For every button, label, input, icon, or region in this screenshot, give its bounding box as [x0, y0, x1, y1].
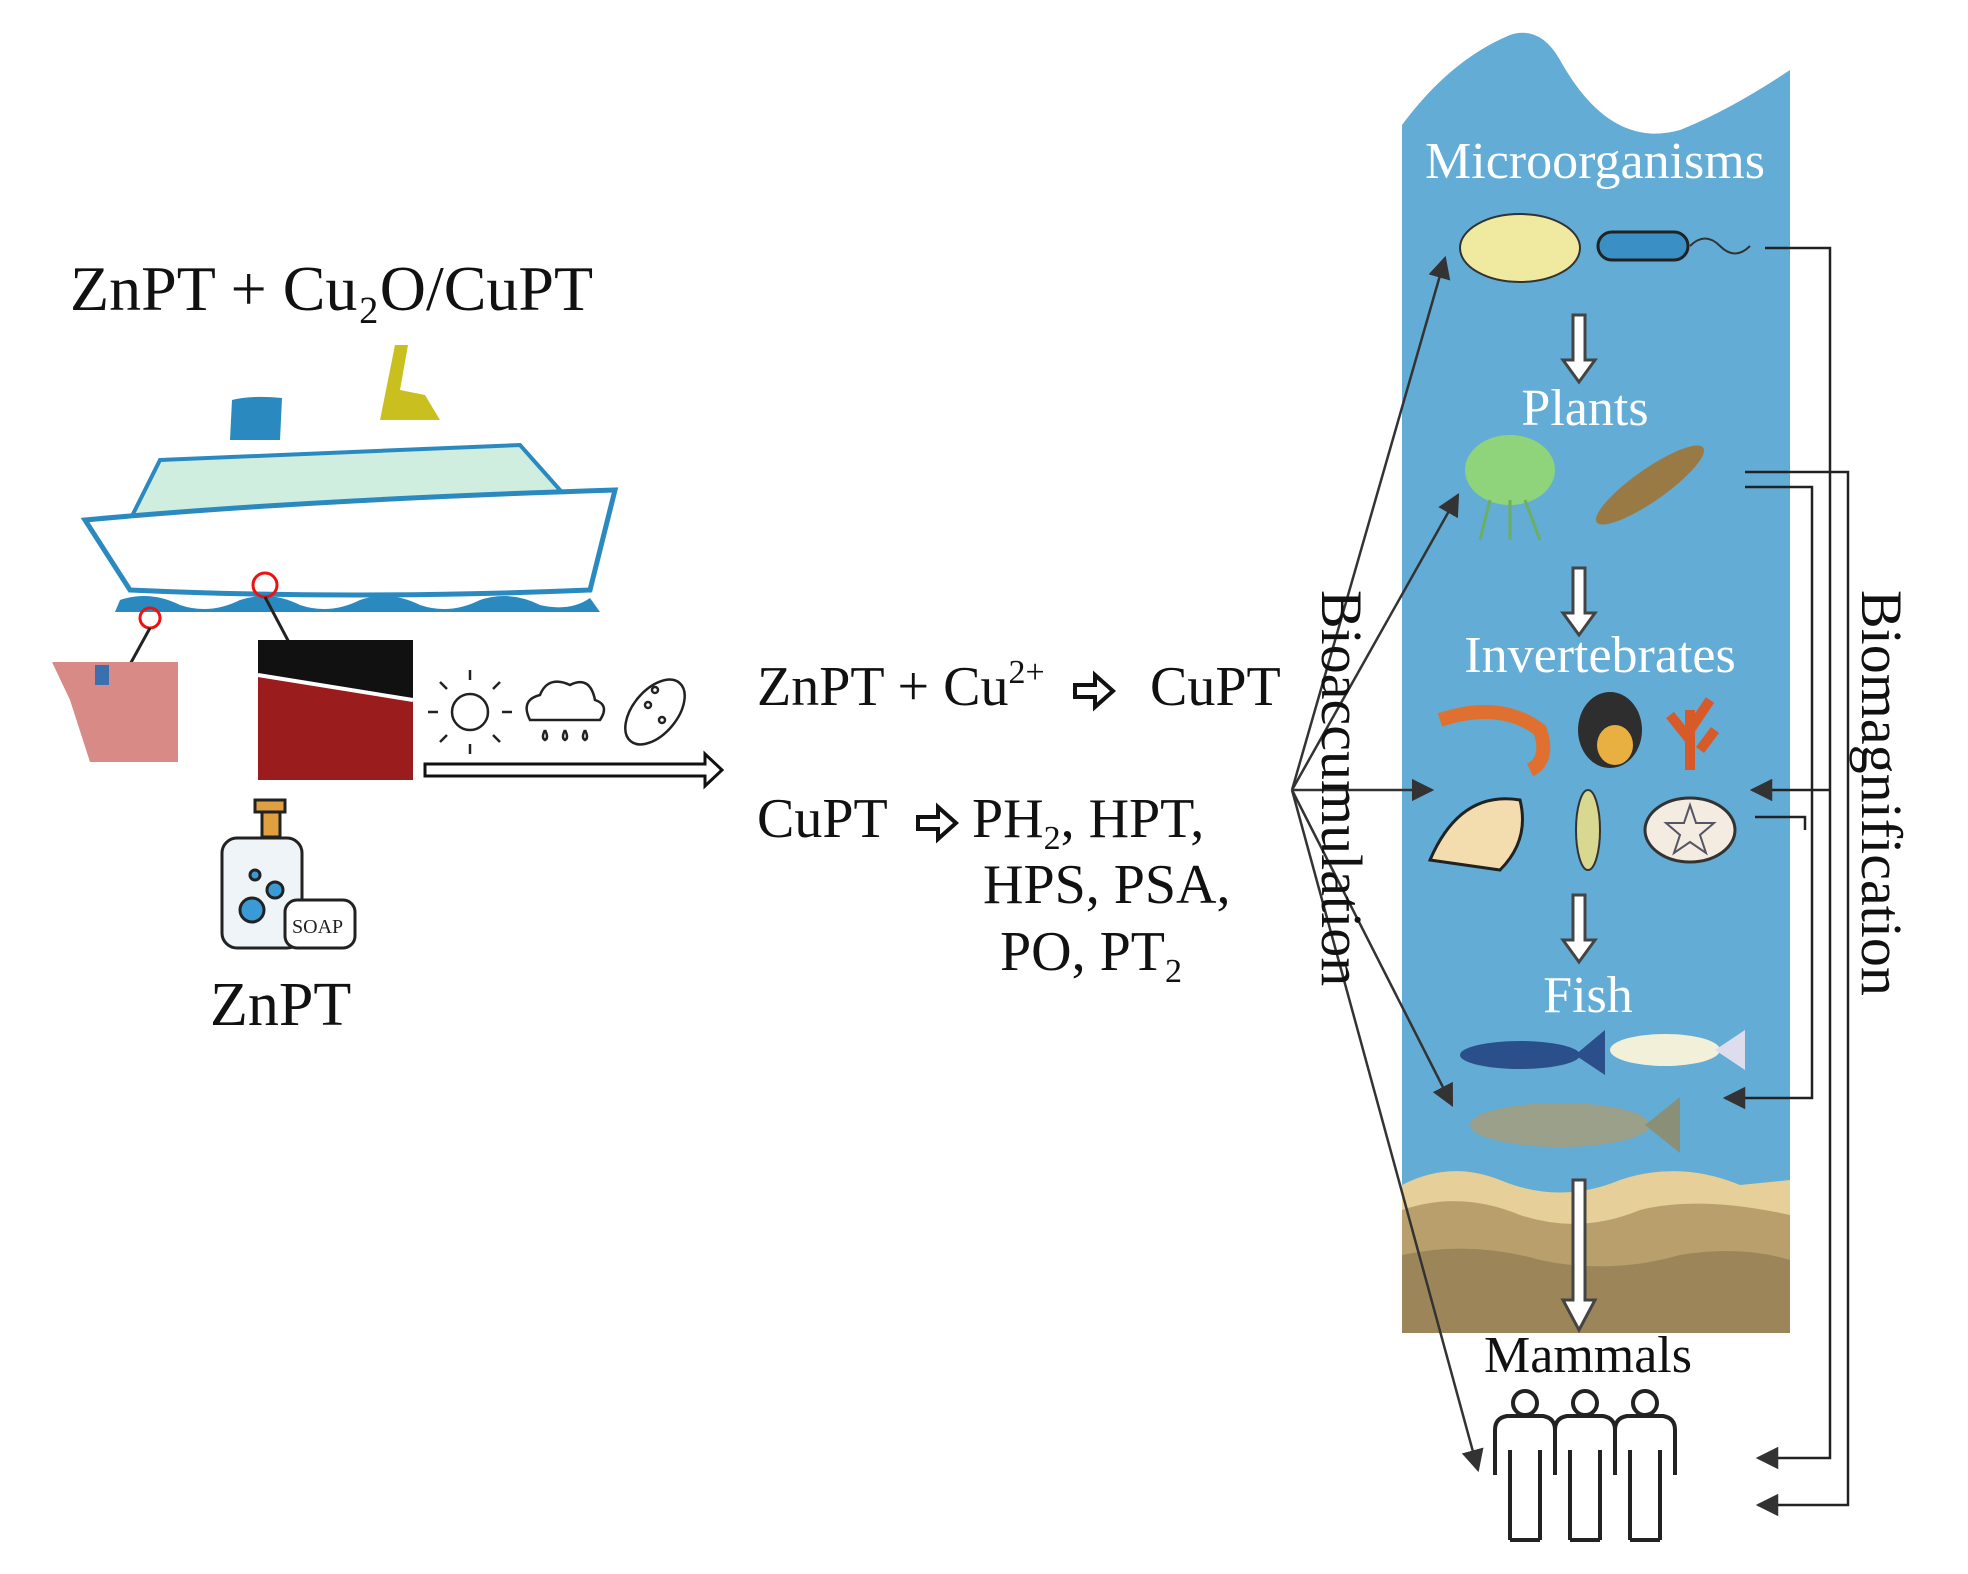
source-title: ZnPT + Cu₂O/CuPT	[70, 253, 593, 324]
transport-arrow	[423, 750, 725, 790]
label-microorganisms: Microorganisms	[1425, 133, 1765, 190]
bioaccumulation-arrows	[1290, 255, 1484, 1473]
label-fish: Fish	[1543, 967, 1633, 1024]
microorganisms-illustration	[1459, 213, 1751, 283]
label-invertebrates: Invertebrates	[1464, 627, 1735, 684]
invertebrates-illustration	[1427, 692, 1737, 872]
fish-illustration	[1460, 1030, 1745, 1153]
bioaccumulation-label: Bioaccumulation	[1309, 590, 1374, 986]
trophic-labels: Microorganisms Plants Invertebrates Fish…	[1425, 133, 1765, 1384]
hull-photo-paint	[257, 640, 414, 780]
ship-illustration	[80, 345, 619, 669]
reaction-arrow-icon	[1073, 670, 1117, 712]
trophic-transfer-arrows	[1560, 313, 1598, 1334]
biomagnification-arrows	[1722, 246, 1850, 1517]
reaction-1-product: CuPT	[1150, 656, 1281, 718]
bacterium-icon	[624, 678, 686, 746]
transformation-equations: ZnPT + Cu2+ CuPT CuPT PH2, HPT, HPS, PSA…	[757, 654, 1281, 990]
reaction-2: CuPT	[757, 788, 888, 850]
down-arrow-icon	[1560, 313, 1598, 385]
down-arrow-icon	[1560, 893, 1598, 965]
sun-icon	[428, 670, 512, 754]
hull-photo-propeller	[52, 662, 178, 762]
plants-illustration	[1465, 435, 1705, 541]
biomagnification-label: Biomagnification	[1849, 590, 1914, 996]
water-column	[1402, 32, 1790, 1333]
degradation-products-1: PH2, HPT,	[972, 788, 1204, 857]
reaction-1: ZnPT + Cu2+	[757, 654, 1045, 718]
down-arrow-icon	[1560, 1178, 1598, 1334]
label-mammals: Mammals	[1484, 1327, 1692, 1384]
mammals-humans-icon	[1493, 1389, 1677, 1542]
soap-bottle-icon: SOAP	[220, 798, 357, 950]
personal-care-label: ZnPT	[210, 971, 351, 1039]
down-arrow-icon	[1560, 566, 1598, 638]
rain-cloud-icon	[525, 680, 606, 742]
degradation-arrow-icon	[916, 802, 960, 844]
soap-label: SOAP	[292, 916, 343, 938]
degradation-products-3: PO, PT2	[1000, 921, 1182, 990]
degradation-products-2: HPS, PSA,	[983, 854, 1230, 916]
label-plants: Plants	[1521, 380, 1648, 437]
